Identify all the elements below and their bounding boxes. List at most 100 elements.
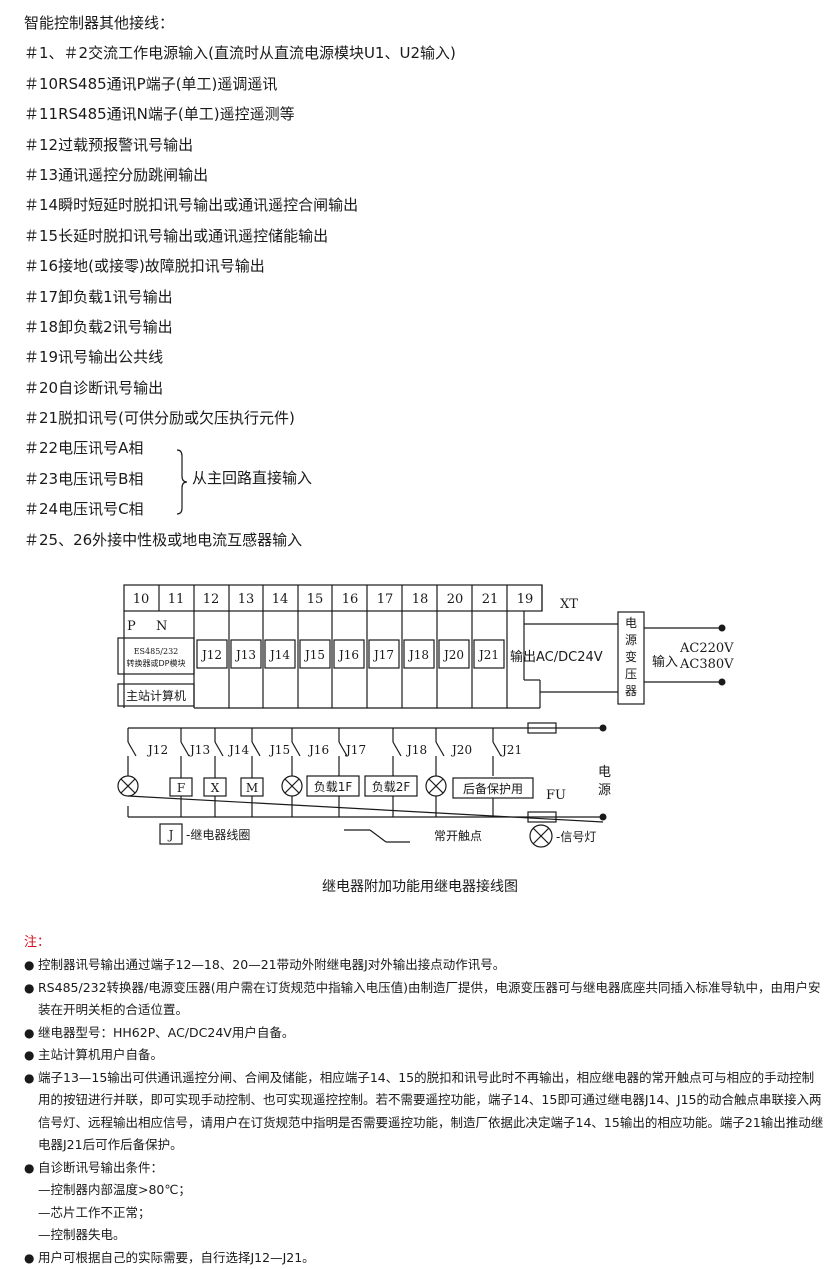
note-item: ●控制器讯号输出通过端子12—18、20—21带动外附继电器J对外输出接点动作讯… xyxy=(24,954,824,977)
note-text: 继电器型号：HH62P、AC/DC24V用户自备。 xyxy=(38,1022,824,1045)
relay-label: J15 xyxy=(303,648,325,662)
note-text: RS485/232转换器/电源变压器(用户需在订货规范中指输入电压值)由制造厂提… xyxy=(38,977,824,1022)
p-label: P xyxy=(127,619,136,634)
bullet-icon: ● xyxy=(24,954,34,977)
load-m-label: M xyxy=(246,781,258,795)
note-text: —芯片工作不正常； xyxy=(38,1202,824,1225)
note-item: ●RS485/232转换器/电源变压器(用户需在订货规范中指输入电压值)由制造厂… xyxy=(24,977,824,1022)
output-label: 输出AC/DC24V xyxy=(510,649,603,665)
terminal-label: 10 xyxy=(133,592,150,607)
note-text: 自诊断讯号输出条件： xyxy=(38,1157,824,1180)
relay-label: J21 xyxy=(477,648,499,662)
note-text: —控制器内部温度>80℃； xyxy=(38,1179,824,1202)
transformer-label: 压 xyxy=(625,667,637,681)
power-label: 源 xyxy=(598,783,611,798)
ac220-label: AC220V xyxy=(679,641,734,656)
wiring-item: ＃1、＃2交流工作电源输入(直流时从直流电源模块U1、U2输入) xyxy=(24,38,824,68)
load2-label: 负载2F xyxy=(372,780,411,794)
load1-label: 负载1F xyxy=(314,780,353,794)
relay-label: J18 xyxy=(407,648,429,662)
note-text: 控制器讯号输出通过端子12—18、20—21带动外附继电器J对外输出接点动作讯号… xyxy=(38,954,824,977)
legend-lamp-label: -信号灯 xyxy=(556,830,596,844)
bullet-icon: ● xyxy=(24,977,34,1000)
contact-label: J13 xyxy=(188,743,210,757)
input-label: 输入 xyxy=(652,654,678,670)
note-item: ●主站计算机用户自备。 xyxy=(24,1044,824,1067)
bullet-icon: ● xyxy=(24,1022,34,1045)
terminal-label: 14 xyxy=(272,592,289,607)
terminal-label: 11 xyxy=(168,592,185,607)
contact-label: J12 xyxy=(146,743,168,757)
note-text: 主站计算机用户自备。 xyxy=(38,1044,824,1067)
wiring-item: ＃16接地(或接零)故障脱扣讯号输出 xyxy=(24,251,824,281)
contact-label: J21 xyxy=(500,743,522,757)
wiring-item: ＃23电压讯号B相 xyxy=(24,464,824,494)
relay-wiring-diagram: 10 11 12 13 14 15 16 17 18 20 21 19 XT P… xyxy=(0,560,840,860)
relay-label: J12 xyxy=(200,648,222,662)
wiring-item: ＃20自诊断讯号输出 xyxy=(24,373,824,403)
wiring-item: ＃24电压讯号C相 xyxy=(24,494,824,524)
relay-label: J17 xyxy=(372,648,394,662)
contact-label: J15 xyxy=(268,743,290,757)
wiring-item: ＃18卸负载2讯号输出 xyxy=(24,312,824,342)
fu-label: FU xyxy=(546,788,566,803)
note-text: 端子13—15输出可供通讯遥控分闸、合闸及储能，相应端子14、15的脱扣和讯号此… xyxy=(38,1067,824,1157)
wiring-item: ＃19讯号输出公共线 xyxy=(24,342,824,372)
wiring-item: ＃17卸负载1讯号输出 xyxy=(24,282,824,312)
note-text: 用户可根据自己的实际需要，自行选择J12—J21。 xyxy=(38,1247,824,1269)
brace-icon xyxy=(176,448,188,516)
wiring-item: ＃21脱扣讯号(可供分励或欠压执行元件) xyxy=(24,403,824,433)
bullet-icon: ● xyxy=(24,1157,34,1180)
terminal-label: 16 xyxy=(342,592,359,607)
notes-section: 注： ●控制器讯号输出通过端子12—18、20—21带动外附继电器J对外输出接点… xyxy=(24,932,824,1269)
terminal-label: 18 xyxy=(412,592,429,607)
master-computer-label: 主站计算机 xyxy=(126,688,186,703)
load-f-label: F xyxy=(177,781,185,795)
power-label: 电 xyxy=(598,765,611,780)
terminal-label: 13 xyxy=(238,592,255,607)
wiring-item: ＃13通讯遥控分励跳闸输出 xyxy=(24,160,824,190)
bullet-icon: ● xyxy=(24,1044,34,1067)
relay-label: J14 xyxy=(268,648,290,662)
relay-label: J20 xyxy=(442,648,464,662)
bullet-icon: ● xyxy=(24,1067,34,1090)
wiring-item: ＃12过载预报警讯号输出 xyxy=(24,130,824,160)
wiring-item: ＃14瞬时短延时脱扣讯号输出或通讯遥控合闸输出 xyxy=(24,190,824,220)
terminal-label: 12 xyxy=(203,592,220,607)
brace-label: 从主回路直接输入 xyxy=(192,467,312,488)
ac380-label: AC380V xyxy=(679,657,734,672)
terminal-label: 21 xyxy=(482,592,499,607)
contact-label: J17 xyxy=(344,743,366,757)
legend-j: J xyxy=(167,828,174,842)
relay-label: J13 xyxy=(234,648,256,662)
contact-label: J18 xyxy=(405,743,427,757)
terminal-label: 15 xyxy=(307,592,324,607)
notes-title: 注： xyxy=(24,932,824,954)
note-text: —控制器失电。 xyxy=(38,1224,824,1247)
terminal-label: 19 xyxy=(517,592,534,607)
transformer-label: 变 xyxy=(625,649,637,664)
transformer-label: 电 xyxy=(625,616,637,630)
relay-label: J16 xyxy=(337,648,359,662)
note-item: ●用户可根据自己的实际需要，自行选择J12—J21。 xyxy=(24,1247,824,1269)
terminal-label: 20 xyxy=(447,592,464,607)
wiring-header: 智能控制器其他接线： xyxy=(24,8,824,38)
note-item: ●继电器型号：HH62P、AC/DC24V用户自备。 xyxy=(24,1022,824,1045)
wiring-list: 智能控制器其他接线： ＃1、＃2交流工作电源输入(直流时从直流电源模块U1、U2… xyxy=(24,8,824,555)
contact-label: J16 xyxy=(307,743,329,757)
converter-label: ES485/232 xyxy=(134,647,179,656)
wiring-item: ＃11RS485通讯N端子(单工)遥控遥测等 xyxy=(24,99,824,129)
legend-contact-label: 常开触点 xyxy=(434,829,482,843)
wiring-item: ＃22电压讯号A相 xyxy=(24,433,824,463)
wiring-item: ＃25、26外接中性极或地电流互感器输入 xyxy=(24,525,824,555)
wiring-item: ＃15长延时脱扣讯号输出或通讯遥控储能输出 xyxy=(24,221,824,251)
contact-label: J20 xyxy=(450,743,472,757)
transformer-label: 器 xyxy=(625,684,637,698)
transformer-label: 源 xyxy=(625,633,637,647)
contact-label: J14 xyxy=(227,743,249,757)
note-item: ●自诊断讯号输出条件：—控制器内部温度>80℃；—芯片工作不正常；—控制器失电。 xyxy=(24,1157,824,1247)
note-item: ●端子13—15输出可供通讯遥控分闸、合闸及储能，相应端子14、15的脱扣和讯号… xyxy=(24,1067,824,1157)
wiring-item: ＃10RS485通讯P端子(单工)遥调遥讯 xyxy=(24,69,824,99)
diagram-caption: 继电器附加功能用继电器接线图 xyxy=(0,876,840,896)
backup-label: 后备保护用 xyxy=(463,782,523,796)
